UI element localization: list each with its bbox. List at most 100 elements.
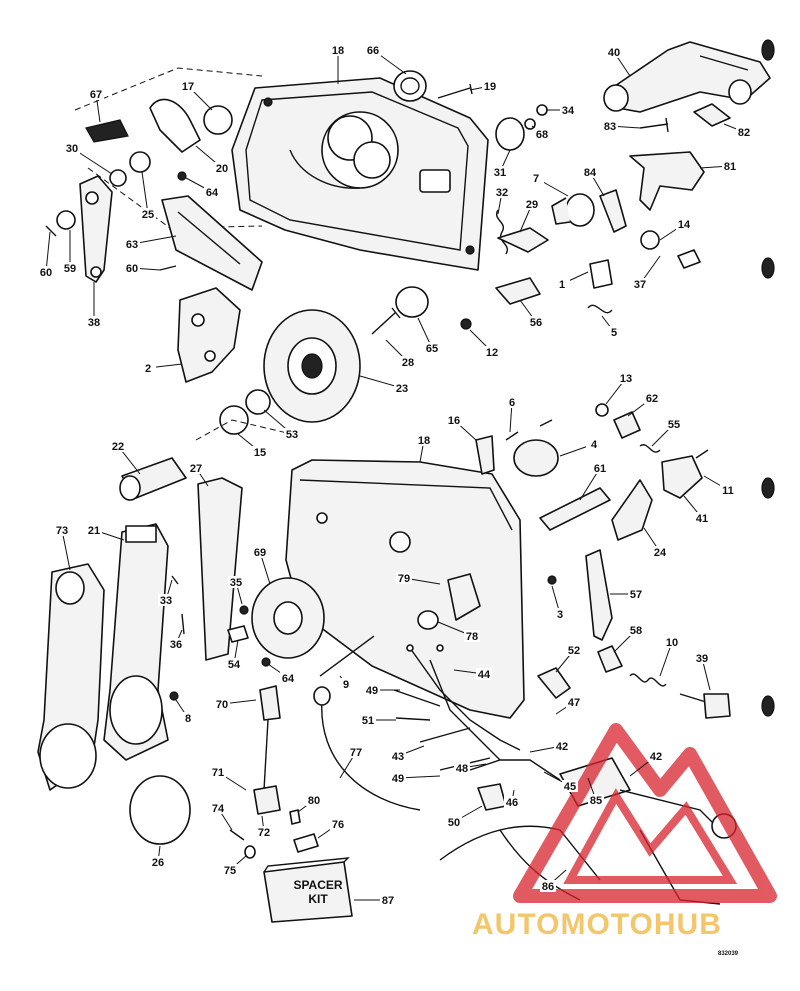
screw-part-33: [171, 575, 179, 585]
spring-part-36: [181, 613, 185, 635]
callout-number: 5: [611, 327, 617, 339]
screw-part-60-a: [45, 225, 57, 237]
callout-number-background: [494, 186, 510, 198]
plunger-part-13: [595, 403, 609, 417]
callout-number: 64: [282, 673, 295, 685]
callout-number: 21: [88, 525, 100, 537]
callout-number-background: [628, 624, 644, 636]
screws-part-6: [505, 419, 553, 441]
callout-number: 30: [66, 143, 78, 155]
callout-number: 43: [392, 751, 404, 763]
callout-number-background: [554, 740, 570, 752]
watermark-logo: AUTOMOTOHUB: [472, 723, 777, 941]
screw-part-3: [547, 575, 557, 585]
callout-number: 55: [668, 419, 680, 431]
callout-number-background: [380, 894, 396, 906]
switch-part-52: [537, 667, 571, 699]
binding-hole-mark: [761, 39, 775, 61]
switch-part-4: [513, 439, 559, 477]
callout-number-background: [586, 438, 602, 450]
callout-number-background: [464, 630, 480, 642]
callout-number: 40: [608, 47, 620, 59]
callout-number-background: [210, 766, 226, 778]
lever-handle-part-40: [603, 41, 771, 113]
callout-number-background: [492, 166, 508, 178]
binding-hole-mark: [761, 695, 775, 717]
spacer-kit-label-line1: SPACER: [293, 878, 342, 892]
spring-part-55: [639, 444, 661, 453]
callout-number: 44: [478, 669, 491, 681]
callout-number-background: [124, 262, 140, 274]
callout-number: 64: [206, 187, 219, 199]
callout-number-background: [528, 172, 544, 184]
callout-number-background: [524, 198, 540, 210]
callout-number-background: [446, 816, 462, 828]
callout-number-background: [482, 80, 498, 92]
callout-number-background: [256, 826, 272, 838]
callout-number-background: [284, 428, 300, 440]
callout-number: 63: [126, 239, 138, 251]
spring-part-10: [629, 673, 667, 687]
switch-part-7: [551, 193, 595, 227]
screw-part-12: [460, 318, 472, 330]
callout-number-background: [64, 142, 80, 154]
callout-number-background: [222, 864, 238, 876]
callout-number: 27: [190, 463, 202, 475]
callout-number-background: [722, 160, 738, 172]
callout-number: 49: [366, 685, 378, 697]
callout-number-background: [528, 316, 544, 328]
callout-number: 3: [557, 609, 563, 621]
callout-number-background: [628, 588, 644, 600]
callout-number: 76: [332, 819, 344, 831]
callout-number: 78: [466, 631, 478, 643]
lever-part-57: [585, 549, 613, 641]
screw-part-8: [169, 691, 179, 701]
callout-number-background: [694, 512, 710, 524]
callout-number-background: [62, 262, 78, 274]
callout-number-background: [390, 750, 406, 762]
callout-number: 23: [396, 383, 408, 395]
callout-leader-line: [45, 231, 51, 273]
callout-number-background: [180, 712, 196, 724]
callout-number: 50: [448, 817, 460, 829]
spring-part-32: [495, 209, 509, 255]
clip-part-56: [495, 277, 541, 305]
callout-number: 83: [604, 121, 616, 133]
bracket-part-84: [599, 189, 627, 233]
callout-number-background: [504, 396, 520, 408]
washer-part-78: [417, 610, 439, 630]
handle-part-21: [103, 523, 169, 761]
callout-number: 19: [484, 81, 496, 93]
callout-number-background: [552, 608, 568, 620]
callout-number: 1: [559, 279, 565, 291]
callout-number: 80: [308, 795, 320, 807]
lever-assembly-part-2: [177, 287, 241, 383]
callout-number: 85: [590, 795, 602, 807]
callout-number-background: [306, 794, 322, 806]
callout-number-background: [540, 880, 556, 892]
callout-number-background: [214, 162, 230, 174]
callout-number-background: [168, 638, 184, 650]
link-part-20: [149, 98, 201, 153]
callout-number: 61: [594, 463, 606, 475]
screw-part-83: [639, 117, 669, 133]
cable-end-77: [313, 686, 331, 706]
callout-number: 79: [398, 573, 410, 585]
callout-number-background: [566, 696, 582, 708]
callout-number: 12: [486, 347, 498, 359]
callout-number: 86: [542, 881, 554, 893]
ring-part-65: [395, 286, 429, 318]
binding-hole-mark: [761, 477, 775, 499]
watermark-text: AUTOMOTOHUB: [472, 908, 722, 941]
callout-number: 39: [696, 653, 708, 665]
callout-number: 37: [634, 279, 646, 291]
nut-part-34: [536, 104, 548, 116]
spring-part-5: [587, 304, 613, 314]
callout-number: 75: [224, 865, 236, 877]
ring-part-66: [393, 70, 427, 102]
callout-number: 52: [568, 645, 580, 657]
callout-number-background: [396, 572, 412, 584]
callout-number: 58: [630, 625, 642, 637]
